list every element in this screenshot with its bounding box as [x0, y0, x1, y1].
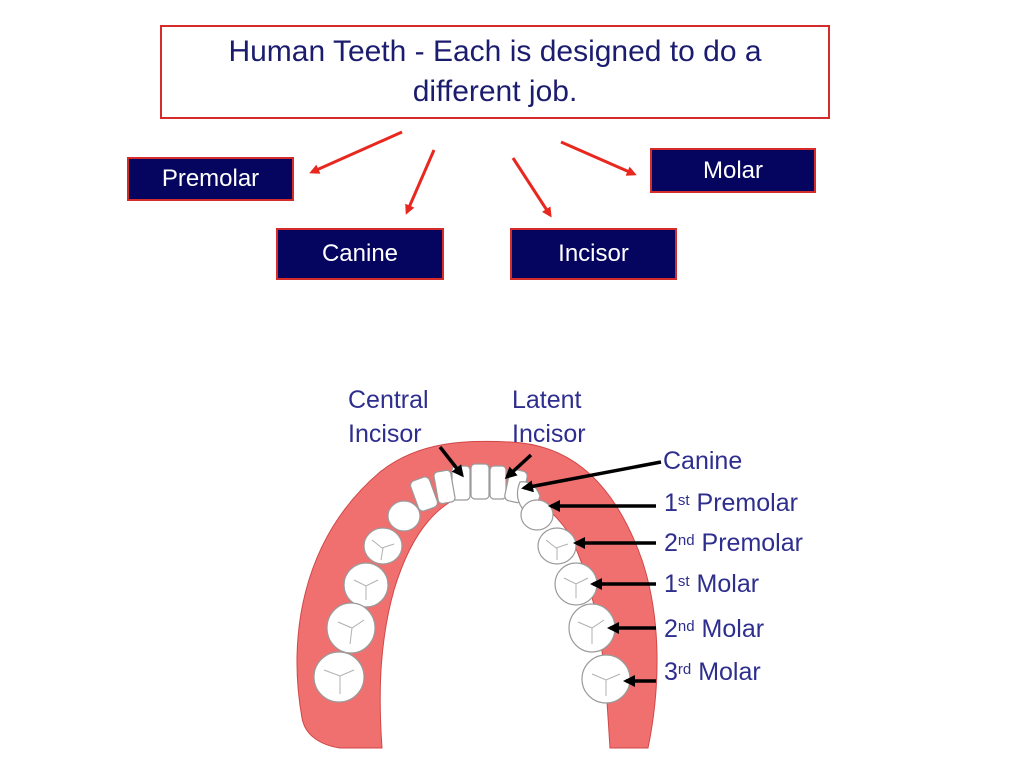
incisor-box: Incisor	[510, 228, 677, 280]
first-molar-name: Molar	[696, 570, 760, 598]
third-molar-annotation: 3rd Molar	[664, 655, 761, 689]
gum	[296, 440, 658, 749]
tooth-latent-incisor-left	[433, 469, 456, 505]
first-premolar-sup: st	[677, 492, 690, 509]
tooth-left-molar-3	[313, 651, 365, 703]
second-premolar-sup: nd	[677, 532, 695, 549]
premolar-box: Premolar	[127, 157, 294, 201]
central-incisor-line1: Central	[348, 386, 429, 414]
red-arrow-icon	[511, 157, 552, 218]
premolar-label: Premolar	[161, 165, 260, 192]
black-arrow-icon	[438, 445, 464, 478]
first-premolar-num: 1	[664, 489, 678, 517]
second-molar-name: Molar	[701, 615, 765, 643]
red-arrows	[309, 130, 637, 218]
black-arrow-icon	[521, 460, 662, 493]
latent-incisor-line1: Latent	[512, 386, 582, 414]
black-arrow-icon	[504, 453, 533, 480]
molar-label: Molar	[702, 156, 763, 184]
title-box: Human Teeth - Each is designed to do a d…	[160, 25, 830, 119]
incisor-label: Incisor	[558, 240, 629, 267]
central-incisor-annotation: Central Incisor	[348, 383, 429, 451]
black-arrows	[438, 445, 662, 687]
first-premolar-name: Premolar	[696, 489, 798, 517]
molar-box: Molar	[650, 148, 816, 193]
third-molar-sup: rd	[677, 661, 692, 678]
red-arrow-icon	[309, 130, 403, 174]
tooth-latent-incisor-right	[489, 465, 507, 500]
tooth-left-premolar-2	[363, 527, 403, 565]
second-molar-sup: nd	[677, 618, 695, 635]
second-molar-annotation: 2nd Molar	[664, 612, 764, 646]
red-arrow-icon	[560, 140, 637, 176]
third-molar-name: Molar	[698, 658, 761, 686]
second-premolar-num: 2	[664, 529, 678, 557]
latent-incisor-annotation: Latent Incisor	[512, 383, 586, 451]
first-molar-num: 1	[664, 570, 678, 598]
canine-label: Canine	[321, 240, 399, 267]
page-title: Human Teeth - Each is designed to do a d…	[228, 35, 762, 108]
second-premolar-annotation: 2nd Premolar	[664, 526, 803, 560]
first-molar-sup: st	[677, 573, 690, 590]
tooth-canine-left	[409, 476, 439, 512]
canine-box: Canine	[276, 228, 444, 280]
third-molar-num: 3	[664, 658, 678, 686]
jaw-illustration	[296, 440, 658, 749]
tooth-right-premolar-1	[520, 499, 554, 531]
first-premolar-annotation: 1st Premolar	[664, 486, 798, 520]
second-molar-num: 2	[664, 615, 678, 643]
tooth-left-molar-1	[343, 562, 389, 608]
red-arrow-icon	[405, 149, 436, 215]
canine-annotation-text: Canine	[663, 447, 743, 475]
central-incisor-line2: Incisor	[348, 420, 422, 448]
first-molar-annotation: 1st Molar	[664, 567, 759, 601]
tooth-left-premolar-1	[387, 500, 421, 532]
second-premolar-name: Premolar	[701, 529, 803, 557]
latent-incisor-line2: Incisor	[512, 420, 586, 448]
canine-annotation: Canine	[663, 444, 742, 478]
tooth-central-incisor-right	[470, 463, 490, 500]
